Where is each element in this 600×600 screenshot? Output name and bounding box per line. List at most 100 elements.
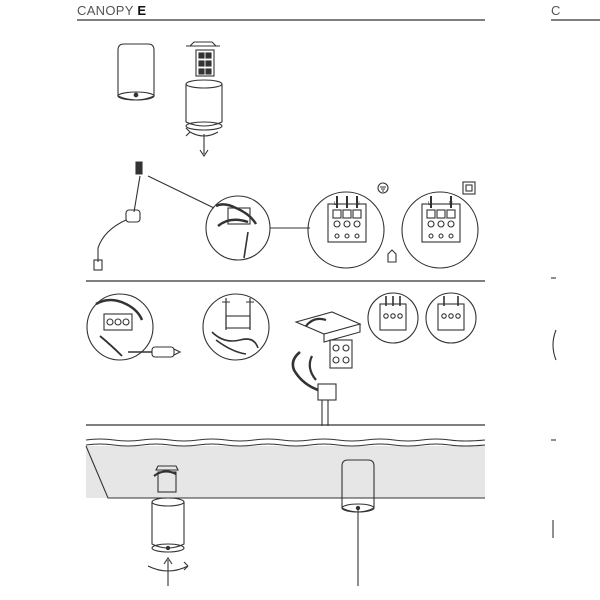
detail-circle: [202, 293, 270, 361]
ceiling: [85, 438, 486, 499]
rotation-arrowhead: [183, 561, 189, 571]
terminal-screw: [106, 318, 114, 326]
title-letter: E: [137, 3, 147, 18]
canopy-body-raised: [185, 84, 223, 127]
terminal-screw: [332, 344, 340, 352]
cable-gland: [125, 209, 141, 223]
ceiling-edge: [85, 445, 485, 499]
bracket-side: [323, 324, 361, 343]
guide-line: [147, 175, 215, 209]
bracket-top: [294, 311, 362, 335]
terminal-screw: [333, 220, 341, 228]
mount-plate: [155, 465, 179, 471]
canopy-hole: [165, 545, 171, 551]
bracket-detail: [225, 315, 251, 329]
terminal-label-N: N: [356, 201, 360, 207]
terminal-slot: [352, 209, 362, 219]
terminal-screw: [343, 220, 351, 228]
terminal-label-N: N: [449, 201, 453, 207]
mount-plate: [188, 41, 218, 47]
wire-lower: [99, 335, 123, 357]
cable-end: [93, 259, 103, 271]
double-insulation-icon: [462, 181, 476, 195]
terminal-screw: [342, 356, 350, 364]
cable-hanging: [93, 161, 215, 271]
canopy-top: [151, 497, 185, 507]
mini-screw: [455, 313, 461, 319]
screwdriver-end: [173, 348, 182, 356]
canopy-bottom: [185, 121, 223, 131]
terminal-screw: [427, 220, 435, 228]
terminal-pin: [344, 233, 350, 239]
terminal-pin: [354, 233, 360, 239]
terminal-detail: [227, 207, 251, 225]
cable-loop-2: [308, 355, 317, 381]
earthed-circle: [307, 191, 385, 269]
mini-wiring-insulated: [425, 292, 477, 344]
terminal-screw: [122, 318, 130, 326]
page-title: CANOPY E: [77, 3, 146, 18]
mini-screw: [397, 313, 403, 319]
next-page-title-partial: C: [551, 3, 561, 18]
terminal-detail: [103, 313, 133, 331]
canopy-hole: [133, 92, 139, 98]
pull-arrowhead: [199, 149, 209, 157]
cable-lower: [97, 219, 127, 262]
terminal-screw: [437, 220, 445, 228]
lift-arrowhead: [163, 557, 173, 565]
terminal-block: [195, 49, 215, 77]
wire-loop-2: [215, 339, 247, 355]
terminal-pin: [448, 233, 454, 239]
cable-clip: [135, 161, 143, 175]
mini-screw: [383, 313, 389, 319]
terminal-slot: [446, 209, 456, 219]
bracket-installed: [291, 311, 362, 426]
mini-circle: [367, 292, 419, 344]
terminal-screw: [205, 68, 212, 75]
canopy-bottom: [151, 543, 185, 553]
detail-screwdriver-circle: [86, 293, 182, 361]
terminal-block-large: [421, 203, 461, 243]
detail-circle: [86, 293, 154, 361]
terminal-block: [329, 339, 353, 369]
wire-bundle-top: [305, 317, 327, 327]
canopy-install-left: [147, 465, 189, 586]
terminal-screw: [198, 60, 205, 67]
terminal-slot: [436, 209, 446, 219]
wire-bundle-2: [217, 218, 249, 227]
mini-screw: [448, 313, 454, 319]
mini-terminal-block: [437, 303, 465, 331]
wire-bundle: [95, 298, 144, 321]
terminal-screw: [342, 344, 350, 352]
cable: [133, 175, 141, 213]
terminal-pin: [438, 233, 444, 239]
ceiling-fill: [86, 446, 485, 498]
terminal-label-L: L: [334, 201, 337, 207]
canopy-hole: [355, 505, 361, 511]
mini-screw: [441, 313, 447, 319]
terminal-screw: [447, 220, 455, 228]
next-page-partial-arc: [552, 329, 557, 361]
detail-screws-circle: [202, 293, 270, 361]
terminal-screw: [205, 52, 212, 59]
terminal-screw: [198, 52, 205, 59]
canopy-body: [151, 502, 185, 549]
rotation-arrowhead: [185, 127, 191, 137]
terminal-pin: [428, 233, 434, 239]
terminal-slot: [426, 209, 436, 219]
insulated-circle: [401, 191, 479, 269]
earth-lines: [380, 186, 386, 192]
wire-bundle: [153, 470, 177, 477]
detail-connect-circle: [205, 195, 310, 261]
canopy-top-part: [317, 383, 337, 401]
terminal-screw: [353, 220, 361, 228]
wiring-diagram-earthed: [307, 182, 397, 269]
title-text: CANOPY: [77, 3, 134, 18]
rotation-arrow: [147, 565, 189, 572]
terminal-screw: [332, 356, 340, 364]
wiring-diagram-insulated: [401, 181, 479, 269]
earth-symbol-icon: [377, 182, 389, 194]
mini-screw: [390, 313, 396, 319]
